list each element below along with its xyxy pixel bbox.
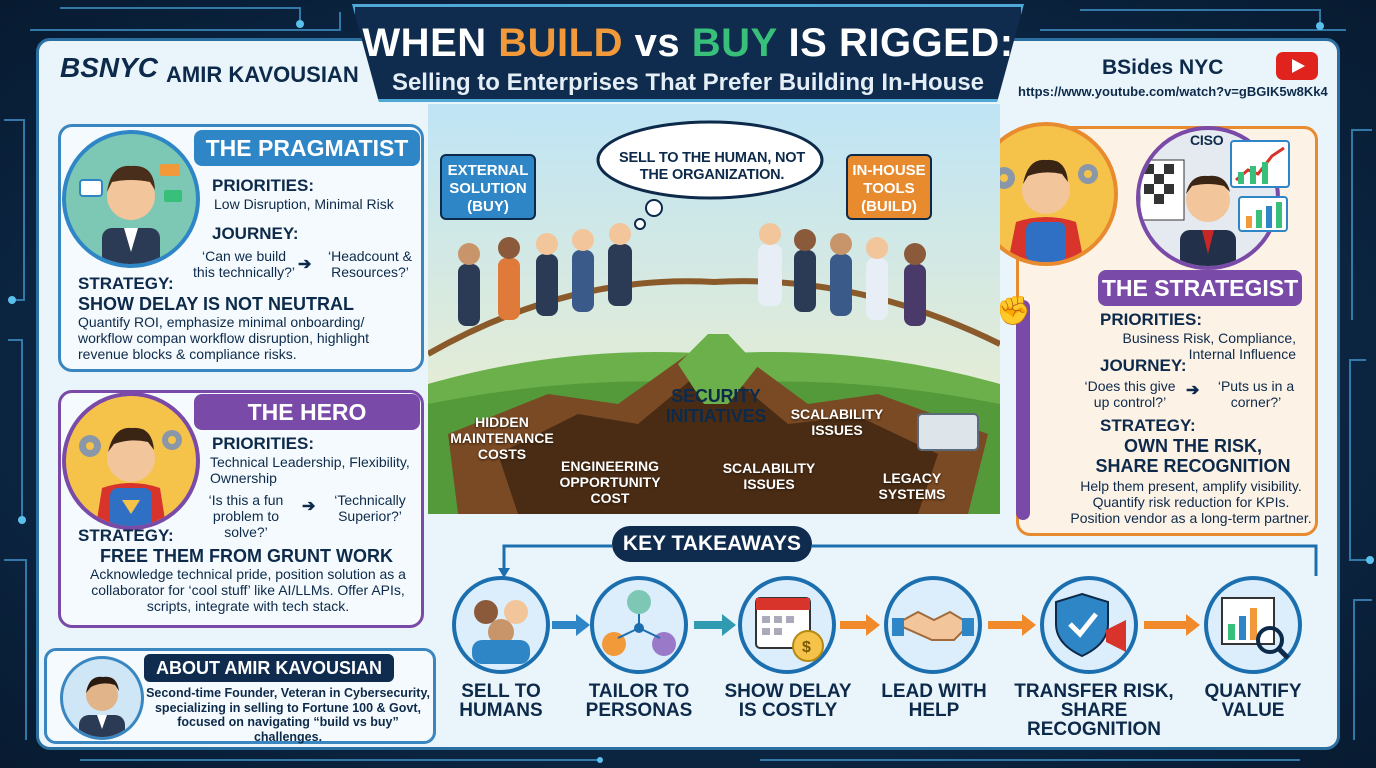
takeaway-label-5: TRANSFER RISK, SHARE RECOGNITION: [1014, 681, 1174, 740]
author-avatar: [60, 656, 144, 740]
flow-arrow-icon: [1022, 614, 1036, 636]
takeaway-label-6: QUANTIFY VALUE: [1204, 681, 1302, 721]
title-banner: WHEN BUILD vs BUY IS RIGGED: Selling to …: [352, 4, 1024, 102]
takeaway-label-4: LEAD WITH HELP: [881, 681, 987, 721]
hero-title: THE HERO: [194, 394, 420, 430]
about-text: Second-time Founder, Veteran in Cybersec…: [146, 686, 430, 744]
title-build: BUILD: [498, 21, 623, 65]
pragmatist-priorities: Low Disruption, Minimal Risk: [214, 196, 394, 212]
strategist-journey-label: JOURNEY:: [1100, 356, 1187, 375]
journey-arrow-icon: ➔: [1186, 382, 1200, 399]
chasm-engineering-cost: ENGINEERING OPPORTUNITY COST: [559, 458, 661, 506]
flow-arrow-icon: [722, 614, 736, 636]
youtube-icon[interactable]: [1276, 52, 1318, 80]
hero-journey-to: ‘Technically Superior?’: [334, 492, 406, 524]
strategist-title: THE STRATEGIST: [1098, 270, 1302, 306]
takeaways-bracket: [498, 544, 1318, 578]
ciso-avatar: [1136, 126, 1280, 270]
persona-network-icon: [590, 576, 688, 674]
flow-arrow-shaft: [552, 621, 576, 629]
flow-arrow-shaft: [988, 621, 1022, 629]
tug-of-war-scene: EXTERNAL SOLUTION (BUY) SELL TO THE HUMA…: [428, 104, 1000, 514]
hero-strategy-body: Acknowledge technical pride, position so…: [90, 566, 406, 614]
hero-priorities-label: PRIORITIES:: [212, 434, 315, 453]
sign-external-solution: EXTERNAL SOLUTION (BUY): [440, 154, 536, 220]
hero-journey-from: ‘Is this a fun problem to solve?’: [208, 492, 284, 540]
strategist-strategy-body: Help them present, amplify visibility. Q…: [1070, 478, 1312, 526]
flow-arrow-icon: [576, 614, 590, 636]
strategist-priorities: Business Risk, Compliance, Internal Infl…: [1122, 330, 1296, 362]
pragmatist-journey-from: ‘Can we build this technically?’: [193, 248, 295, 280]
strategist-strategy-head-1: OWN THE RISK,: [1124, 436, 1262, 456]
hero-priorities: Technical Leadership, Flexibility, Owner…: [210, 454, 410, 486]
title-buy: BUY: [691, 21, 777, 65]
page-subtitle: Selling to Enterprises That Prefer Build…: [391, 69, 985, 96]
page-title: WHEN BUILD vs BUY IS RIGGED:: [362, 21, 1014, 65]
connector-pipe: [1016, 300, 1030, 520]
sign-in-house-tools: IN-HOUSE TOOLS (BUILD): [846, 154, 932, 220]
pragmatist-priorities-label: PRIORITIES:: [212, 176, 315, 195]
journey-arrow-icon: ➔: [298, 256, 312, 273]
pragmatist-avatar: [62, 130, 200, 268]
chasm-hidden-maintenance: HIDDEN MAINTENANCE COSTS: [450, 414, 554, 462]
chasm-scalability-1: SCALABILITY ISSUES: [790, 406, 884, 438]
hero-strategy-label: STRATEGY:: [78, 526, 174, 545]
thought-bubble-text: SELL TO THE HUMAN, NOT THE ORGANIZATION.: [619, 150, 805, 183]
key-takeaways-title: KEY TAKEAWAYS: [612, 526, 812, 562]
flow-arrow-icon: [1186, 614, 1200, 636]
pragmatist-title: THE PRAGMATIST: [194, 130, 420, 166]
chart-magnifier-icon: [1204, 576, 1302, 674]
video-url-link[interactable]: https://www.youtube.com/watch?v=gBGIK5w8…: [1018, 84, 1328, 99]
pragmatist-journey-to: ‘Headcount & Resources?’: [327, 248, 413, 280]
hero-avatar: [62, 392, 200, 530]
pragmatist-strategy-body: Quantify ROI, emphasize minimal onboardi…: [78, 314, 370, 362]
shield-megaphone-icon: [1040, 576, 1138, 674]
flow-arrow-shaft: [694, 621, 722, 629]
pragmatist-strategy-head: SHOW DELAY IS NOT NEUTRAL: [78, 294, 355, 314]
flow-arrow-shaft: [1144, 621, 1186, 629]
chasm-legacy-systems: LEGACY SYSTEMS: [878, 470, 946, 502]
chasm-scalability-2: SCALABILITY ISSUES: [722, 460, 816, 492]
people-group-icon: [452, 576, 550, 674]
trend-chart-icon: [1230, 140, 1290, 188]
bar-chart-icon: [1238, 196, 1288, 232]
security-initiatives-label: SECURITY INITIATIVES: [665, 386, 767, 426]
bsides-logo: BSNYC: [60, 52, 159, 83]
svg-text:$: $: [802, 639, 811, 656]
calendar-coin-icon: $: [738, 576, 836, 674]
flow-arrow-shaft: [840, 621, 866, 629]
pragmatist-journey-label: JOURNEY:: [212, 224, 299, 243]
strategist-strategy-head-2: SHARE RECOGNITION: [1095, 456, 1291, 476]
flow-arrow-icon: [866, 614, 880, 636]
pragmatist-strategy-label: STRATEGY:: [78, 274, 174, 293]
journey-arrow-icon: ➔: [302, 498, 316, 515]
author-name: AMIR KAVOUSIAN: [166, 62, 359, 87]
hero-strategy-head: FREE THEM FROM GRUNT WORK: [100, 546, 393, 566]
takeaway-label-3: SHOW DELAY IS COSTLY: [724, 681, 852, 721]
handshake-icon: [884, 576, 982, 674]
about-title: ABOUT AMIR KAVOUSIAN: [144, 654, 394, 682]
strategist-journey-from: ‘Does this give up control?’: [1084, 378, 1176, 410]
conference-name: BSides NYC: [1102, 56, 1224, 79]
takeaway-label-2: TAILOR TO PERSONAS: [585, 681, 693, 721]
strategist-priorities-label: PRIORITIES:: [1100, 310, 1203, 329]
strategist-journey-to: ‘Puts us in a corner?’: [1217, 378, 1295, 410]
takeaway-label-1: SELL TO HUMANS: [459, 681, 543, 721]
ciso-badge: CISO: [1190, 132, 1224, 148]
wrench-fist-icon: ✊: [996, 295, 1031, 326]
strategist-strategy-label: STRATEGY:: [1100, 416, 1196, 435]
